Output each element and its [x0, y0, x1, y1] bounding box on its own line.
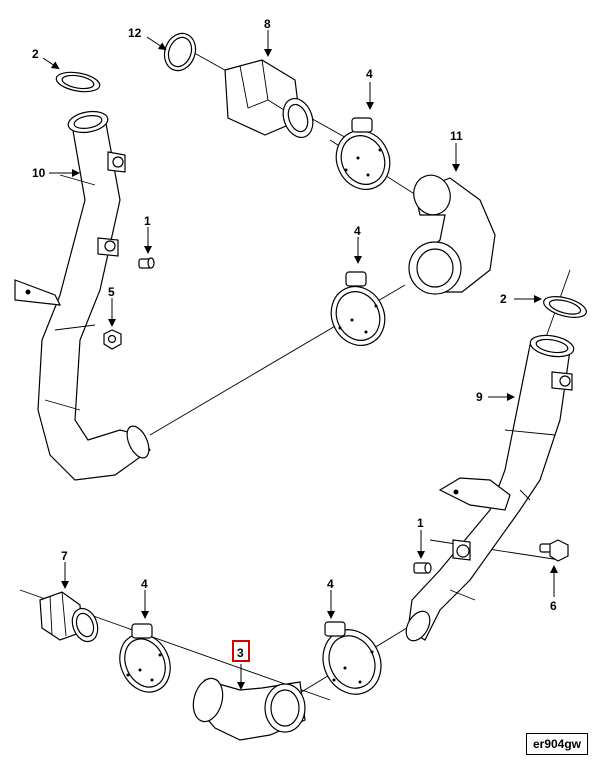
callout-2-top: 2 — [32, 47, 39, 61]
part-6-bolt — [539, 539, 569, 562]
part-5-nut — [103, 329, 122, 350]
callout-1-right: 1 — [417, 516, 424, 530]
part-4-clamp-bottom-right — [322, 621, 382, 695]
callout-4-middle: 4 — [354, 224, 361, 238]
part-3-elbow-hose — [192, 677, 306, 741]
part-10-left-tube — [14, 110, 151, 481]
callout-5: 5 — [108, 285, 115, 299]
callout-7: 7 — [61, 549, 68, 563]
callout-11: 11 — [450, 129, 463, 143]
callout-6: 6 — [550, 599, 557, 613]
part-4-clamp-top — [335, 117, 391, 190]
callout-2-right: 2 — [500, 292, 507, 306]
part-1-spacer-top — [138, 257, 155, 269]
part-7-hex-fitting — [39, 591, 99, 643]
part-8-hex-fitting — [224, 59, 314, 138]
callout-4-bottom-left: 4 — [141, 577, 148, 591]
callout-4-bottom-right: 4 — [327, 577, 334, 591]
callout-8: 8 — [264, 17, 271, 31]
part-12-o-ring — [163, 32, 197, 72]
part-9-right-tube — [405, 334, 575, 642]
diagram-reference-code: er904gw — [526, 733, 588, 755]
callout-3: 3 — [237, 646, 244, 660]
callout-arrows — [42, 30, 558, 690]
callout-numbers: 2 12 8 4 10 11 1 4 5 2 9 1 6 7 4 4 3 — [32, 17, 557, 660]
callout-3-highlight-box — [232, 640, 250, 662]
callout-10: 10 — [32, 166, 46, 180]
part-11-elbow-hose — [408, 174, 496, 295]
callout-9: 9 — [476, 390, 483, 404]
part-2-gasket-right — [543, 296, 587, 318]
callout-1-top: 1 — [144, 214, 151, 228]
part-4-clamp-middle — [330, 271, 386, 346]
part-4-clamp-bottom-left — [119, 623, 171, 693]
callout-4-top: 4 — [366, 67, 373, 81]
part-1-spacer-right — [413, 562, 432, 574]
part-2-gasket-top — [55, 71, 101, 93]
callout-12: 12 — [128, 26, 142, 40]
